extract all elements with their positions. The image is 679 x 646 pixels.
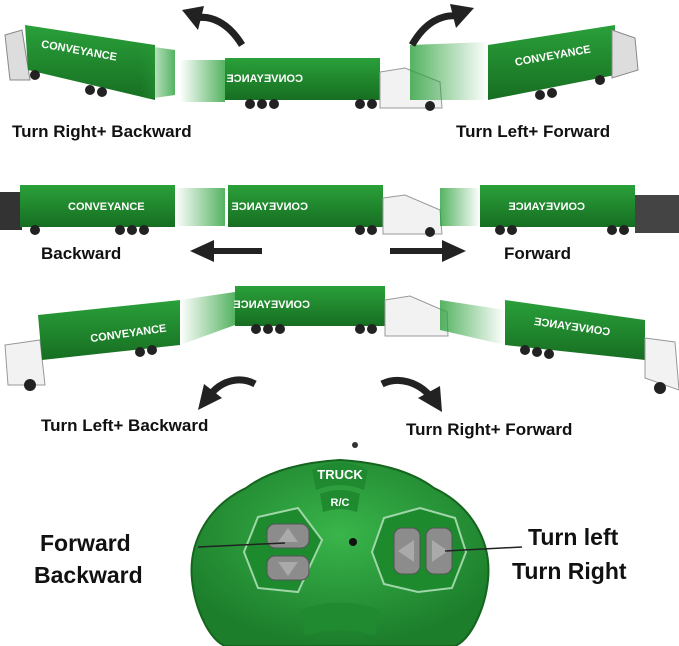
label-turn-right-forward: Turn Right+ Forward: [406, 420, 573, 439]
curved-arrow-icon: [198, 384, 222, 410]
curved-arrow-icon: [207, 376, 257, 398]
trailer-text: CONVEYANCE: [68, 201, 145, 213]
trailer-text-mirrored: CONVEYANCE: [226, 73, 303, 85]
label-forward: Forward: [504, 244, 572, 263]
truck-backward: CONVEYANCE: [0, 185, 225, 235]
truck-center-middle: CONVEYANCE: [228, 185, 443, 237]
label-backward-stick: Backward: [34, 562, 143, 588]
curved-arrow-icon: [195, 13, 245, 47]
truck-center-top: CONVEYANCE: [180, 58, 443, 111]
truck-center-bottom: CONVEYANCE: [233, 286, 449, 337]
label-turn-left-stick: Turn left: [528, 524, 619, 550]
trailer-text-mirrored: CONVEYANCE: [231, 201, 308, 213]
label-turn-right-backward: Turn Right+ Backward: [12, 122, 192, 141]
truck-turn-right-backward: CONVEYANCE: [4, 25, 175, 100]
label-forward-stick: Forward: [40, 530, 131, 556]
straight-arrow-icon: [190, 240, 214, 262]
curved-arrow-icon: [182, 6, 204, 30]
truck-forward: CONVEYANCE: [440, 185, 679, 235]
curved-arrow-icon: [418, 386, 442, 412]
curved-arrow-icon: [380, 377, 433, 399]
remote-title: TRUCK: [317, 467, 363, 482]
truck-turn-right-forward: CONVEYANCE: [440, 300, 679, 394]
label-turn-right-stick: Turn Right: [512, 558, 627, 584]
truck-turn-left-backward: CONVEYANCE: [4, 292, 235, 391]
trailer-text-mirrored: CONVEYANCE: [233, 299, 310, 311]
curved-arrow-icon: [450, 4, 474, 28]
curved-arrow-icon: [408, 12, 459, 47]
label-turn-left-backward: Turn Left+ Backward: [41, 416, 209, 435]
remote-subtitle: R/C: [331, 497, 350, 509]
label-backward: Backward: [41, 244, 122, 263]
label-turn-left-forward: Turn Left+ Forward: [456, 122, 611, 141]
remote-control: TRUCK R/C: [190, 442, 523, 646]
truck-turn-left-forward: CONVEYANCE: [410, 25, 639, 100]
trailer-text-mirrored: CONVEYANCE: [508, 201, 585, 213]
straight-arrow-icon: [442, 240, 466, 262]
